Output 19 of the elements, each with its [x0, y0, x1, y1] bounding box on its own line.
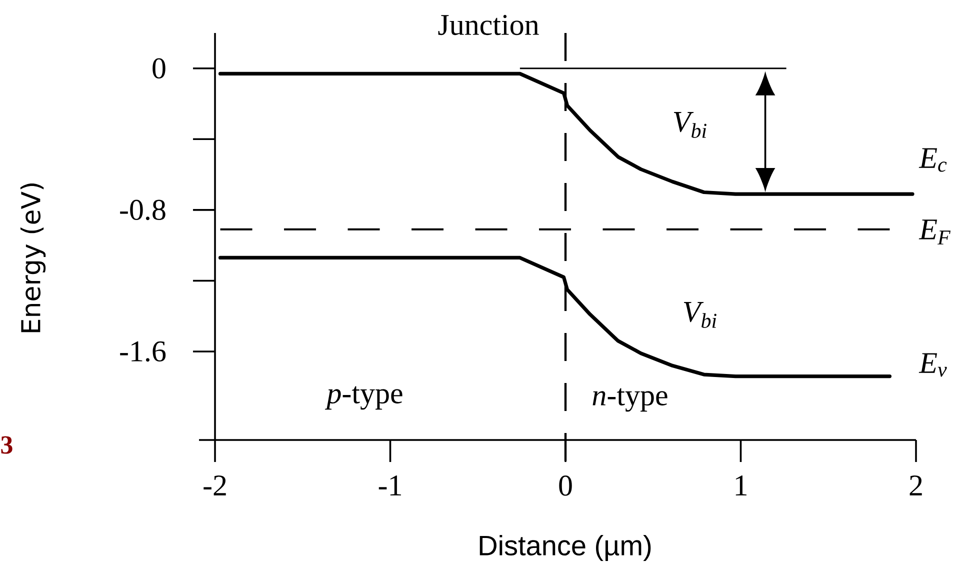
tick-label: -1 — [378, 476, 401, 496]
tick-label: 2 — [910, 476, 922, 496]
figure-number: 3 — [1, 436, 12, 454]
annotation-label: p-type — [324, 386, 402, 410]
tick-label: -0.8 — [120, 200, 166, 220]
line-label: E$_{v}$ — [918, 353, 947, 377]
tick-label: 0 — [152, 58, 166, 78]
line-label: E$_{c}$ — [918, 148, 947, 172]
tick-label: 0 — [559, 476, 572, 496]
annotation-label: V$_{bi}$ — [674, 112, 706, 138]
tick-label: 1 — [736, 476, 746, 496]
tick-label: -1.6 — [120, 341, 166, 362]
axis-title: Energy (eV) — [20, 184, 46, 332]
junction-label: Junction — [438, 14, 539, 36]
axis-title: Distance (µm) — [480, 534, 651, 562]
line-label: E$_{F}$ — [918, 220, 951, 244]
tick-label: -2 — [204, 476, 226, 496]
annotation-label: n-type — [592, 388, 668, 412]
annotation-label: V$_{bi}$ — [684, 302, 716, 328]
